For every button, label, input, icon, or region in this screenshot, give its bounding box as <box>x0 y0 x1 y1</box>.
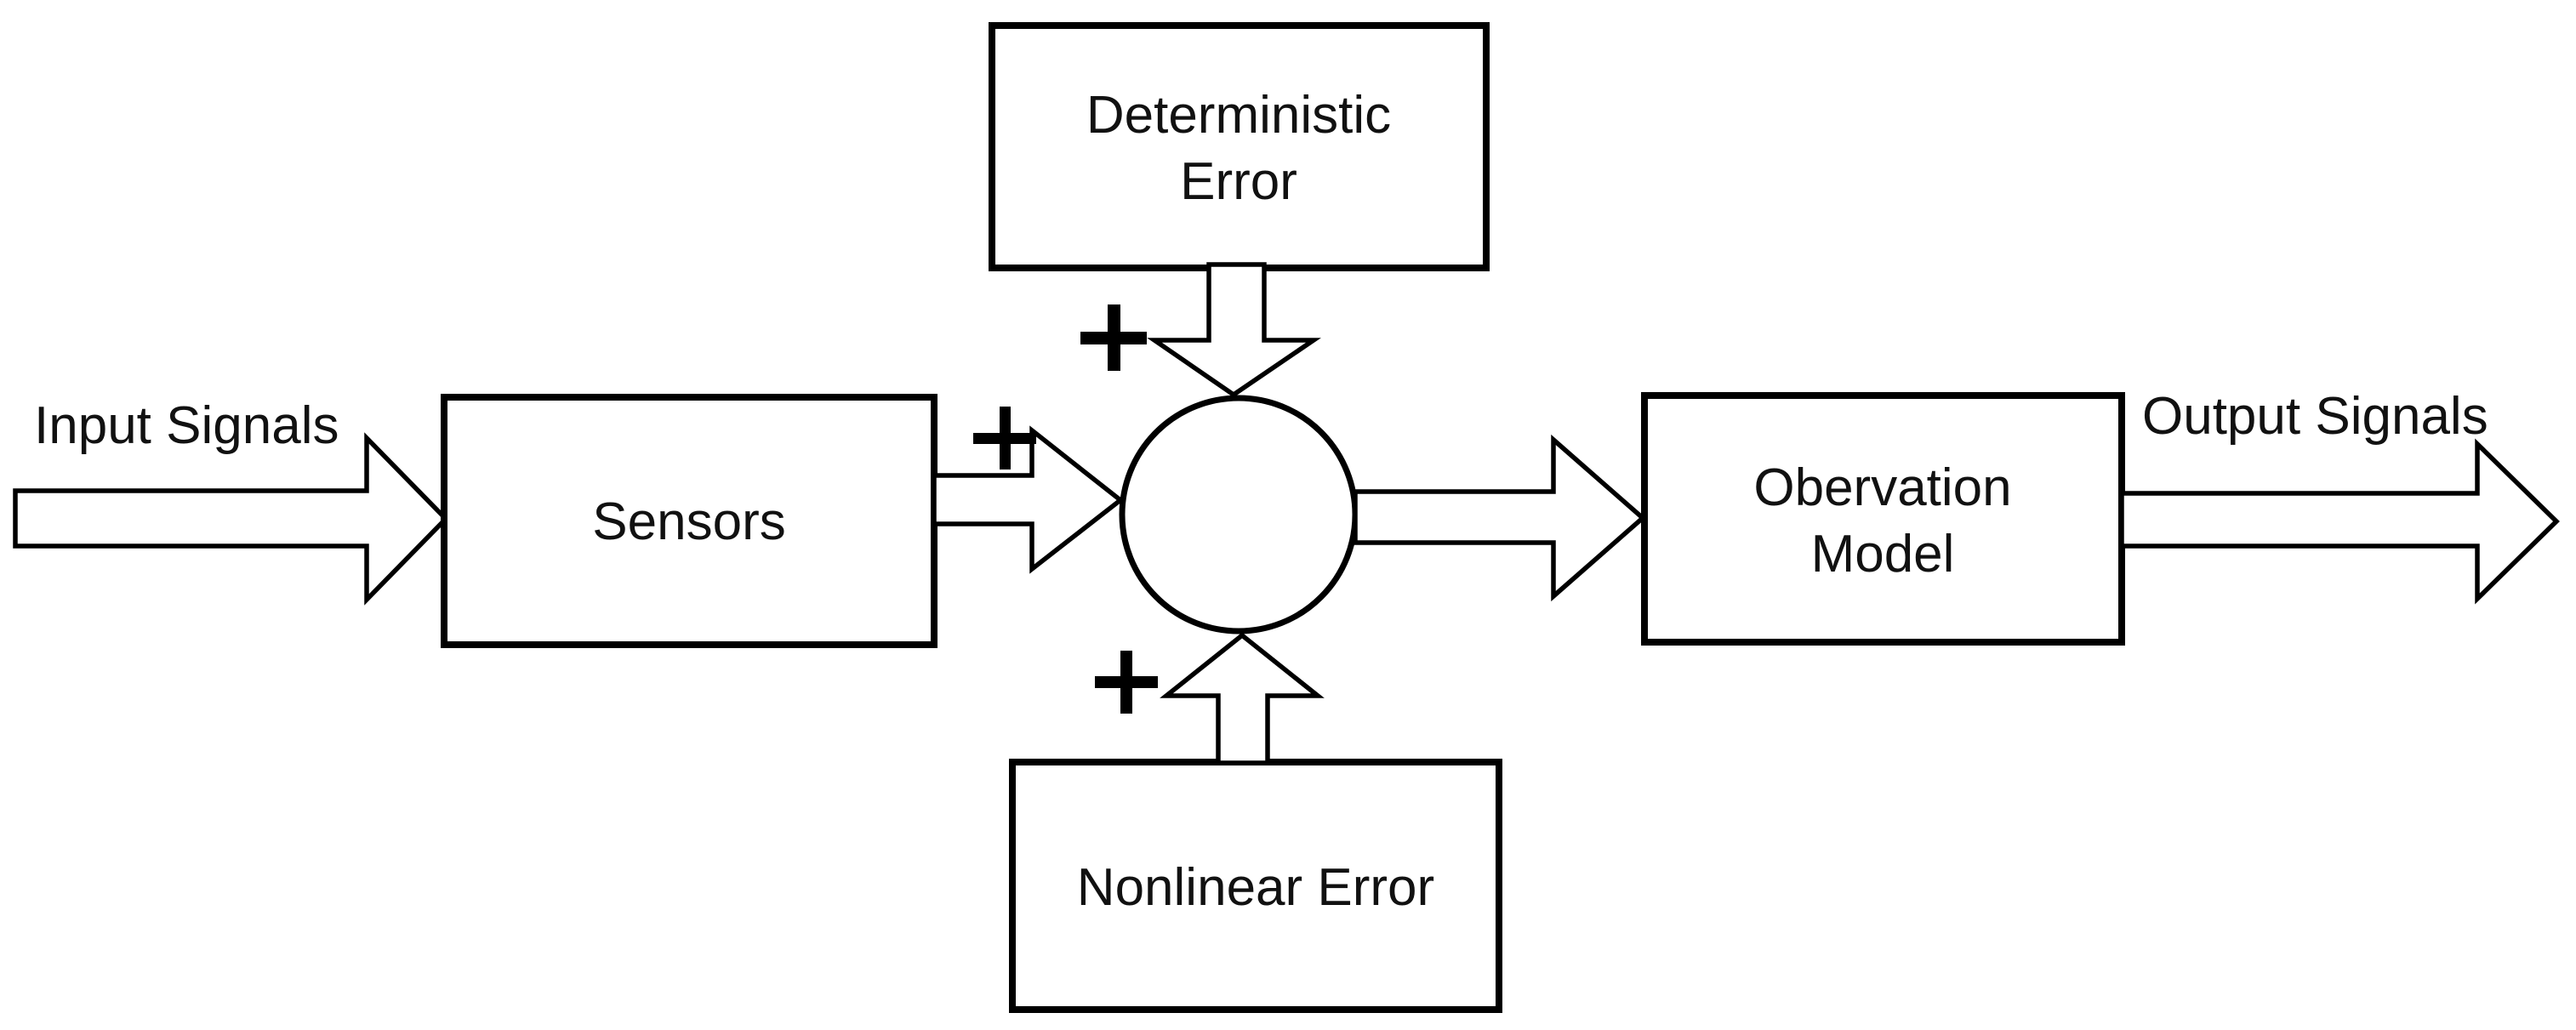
nonlinear-to-sum-arrow <box>1160 632 1325 765</box>
output-signals-label: Output Signals <box>2142 387 2488 446</box>
plus-icon-deterministic-input <box>1080 304 1147 371</box>
sum-to-model-arrow <box>1353 434 1647 602</box>
deterministic-error-label-line2: Error <box>1180 152 1297 211</box>
plus-icon-nonlinear-input <box>1095 651 1158 714</box>
observation-model-label-line2: Model <box>1811 525 1955 583</box>
input-arrow <box>13 432 449 606</box>
observation-model-label-line1: Obervation <box>1753 458 2011 517</box>
sensors-to-sum-arrow <box>932 425 1125 574</box>
sensors-label: Sensors <box>592 492 785 551</box>
nonlinear-error-label: Nonlinear Error <box>1077 858 1434 917</box>
deterministic-error-box <box>989 22 1490 271</box>
sensors-box <box>441 394 938 648</box>
deterministic-error-label-line1: Deterministic <box>1086 86 1391 145</box>
sum-junction-circle <box>1119 395 1359 635</box>
deterministic-to-sum-arrow <box>1147 262 1321 398</box>
observation-model-box <box>1641 392 2125 646</box>
input-signals-label: Input Signals <box>34 396 339 455</box>
nonlinear-error-box <box>1009 759 1502 1013</box>
output-arrow <box>2119 438 2560 605</box>
plus-icon-sensors-input <box>973 407 1036 469</box>
